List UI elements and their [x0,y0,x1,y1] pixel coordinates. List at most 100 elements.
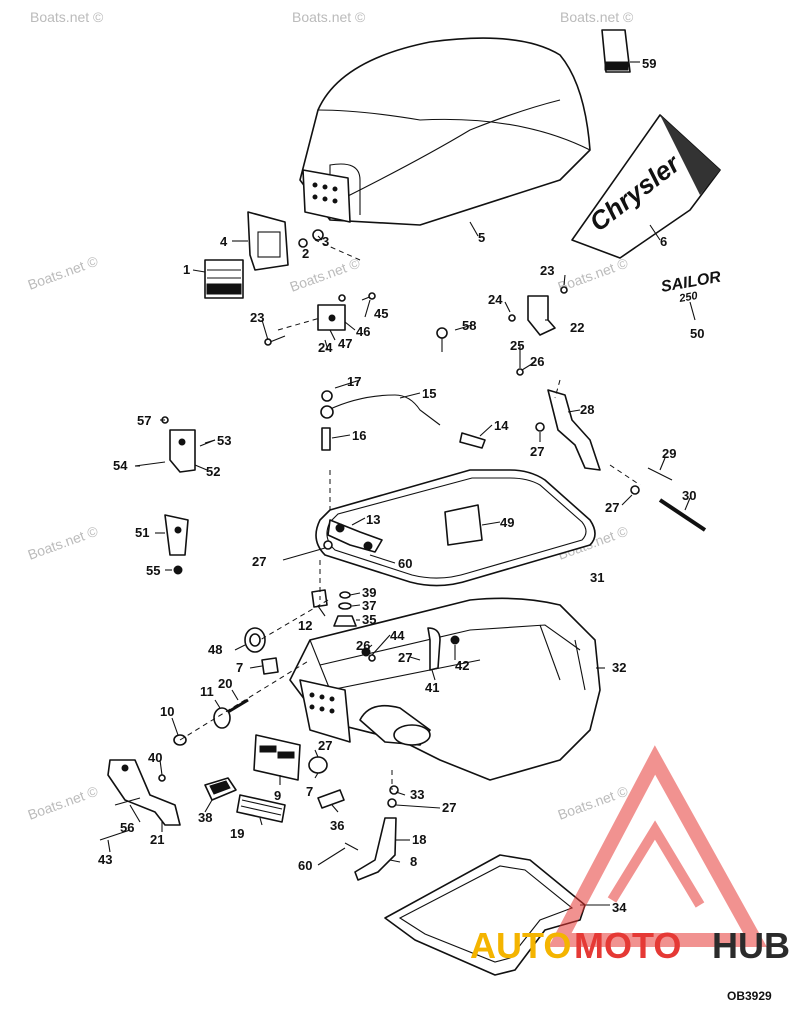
callout-label: 13 [366,512,380,527]
callout-label: 27 [605,500,619,515]
pin-60-part [344,842,359,851]
callout-label: 36 [330,818,344,833]
callout-label: 38 [198,810,212,825]
sailor-decal-part: SAILOR 250 [660,269,723,306]
chrysler-decal-part: Chrysler [571,114,721,259]
callout-label: 32 [612,660,626,675]
callout-label: 14 [494,418,509,433]
bolt-58-part [436,327,448,352]
callout-label: 9 [274,788,281,803]
latch-41-part [427,627,441,671]
callout-label: 53 [217,433,231,448]
callout-label: 27 [530,444,544,459]
callout-label: 6 [660,234,667,249]
callout-label: 25 [510,338,524,353]
watermark: Boats.net © [26,782,101,822]
automotohub-logo: AUTO MOTO HUB [470,745,790,966]
callout-label: 59 [642,56,656,71]
callout-label: 26 [356,638,370,653]
decal-59-stripe [604,61,629,71]
callout-label: 33 [410,787,424,802]
callout-label: 24 [318,340,333,355]
callout-label: 49 [500,515,514,530]
top-cowl-part [299,37,591,226]
callout-label: 4 [220,234,228,249]
callout-label: 28 [580,402,594,417]
rod-30-part [658,498,707,532]
callout-label: 23 [250,310,264,325]
nut-27-part [535,422,545,432]
callout-label: 54 [113,458,128,473]
callout-label: 60 [398,556,412,571]
callout-label: 7 [236,660,243,675]
callout-label: 26 [530,354,544,369]
callout-label: 19 [230,826,244,841]
grommet-48-inner [249,633,261,647]
fitting-36-part [317,789,345,809]
logo-auto-text: AUTO [470,925,571,966]
screw-43-part [99,829,131,841]
logo-moto-text: MOTO [574,925,681,966]
callout-label: 58 [462,318,476,333]
callout-label: 8 [410,854,417,869]
callout-label: 41 [425,680,439,695]
callout-label: 15 [422,386,436,401]
watermark: Boats.net © [288,254,363,294]
callout-label: 47 [338,336,352,351]
callout-label: 11 [200,684,214,699]
watermark: Boats.net © [26,252,101,292]
logo-hub-text: HUB [712,925,790,966]
callout-label: 46 [356,324,370,339]
link-rod-15-part [320,390,486,451]
front-plate-parts [204,211,324,299]
diagram-code: OB3929 [727,989,772,1003]
callout-label: 51 [135,525,149,540]
callout-label: 27 [318,738,332,753]
label-19-part [236,794,286,823]
lower-cowl-32-part [289,597,601,781]
leader-lines [179,239,641,790]
switch-38-body [209,780,231,795]
spring-29-part [647,467,673,481]
plate-9-part [253,734,301,781]
callout-label: 24 [488,292,503,307]
button-7-part [308,756,328,774]
decal-250-text: 250 [677,290,699,305]
callout-label: 40 [148,750,162,765]
callout-label: 27 [398,650,412,665]
callout-label: 44 [390,628,405,643]
screw-23-part [560,286,568,294]
callout-label: 16 [352,428,366,443]
callout-label: 31 [590,570,604,585]
callout-label: 48 [208,642,222,657]
lever-8-part [354,785,399,881]
callout-label: 27 [252,554,266,569]
callout-label: 30 [682,488,696,503]
callout-label: 27 [442,800,456,815]
nut-24-part [508,314,516,322]
callout-label: 52 [206,464,220,479]
callout-label: 29 [662,446,676,461]
callout-label: 37 [362,598,376,613]
callout-label: 17 [347,374,361,389]
callout-label: 7 [306,784,313,799]
washer-26-part [516,368,524,376]
callout-label: 35 [362,612,376,627]
bracket-45-47-parts [264,292,376,346]
callout-label: 5 [478,230,485,245]
callout-label: 18 [412,832,426,847]
callout-label: 12 [298,618,312,633]
callout-label: 34 [612,900,627,915]
watermark: Boats.net © [30,9,104,25]
bracket-51-part [164,514,189,575]
bracket-22-part [527,295,556,336]
callout-label: 2 [302,246,309,261]
screw-56-part [114,797,141,806]
callout-label: 50 [690,326,704,341]
nut-27b-part [630,485,640,495]
callout-leaders [107,61,696,906]
callout-label: 57 [137,413,151,428]
callout-label: 56 [120,820,134,835]
